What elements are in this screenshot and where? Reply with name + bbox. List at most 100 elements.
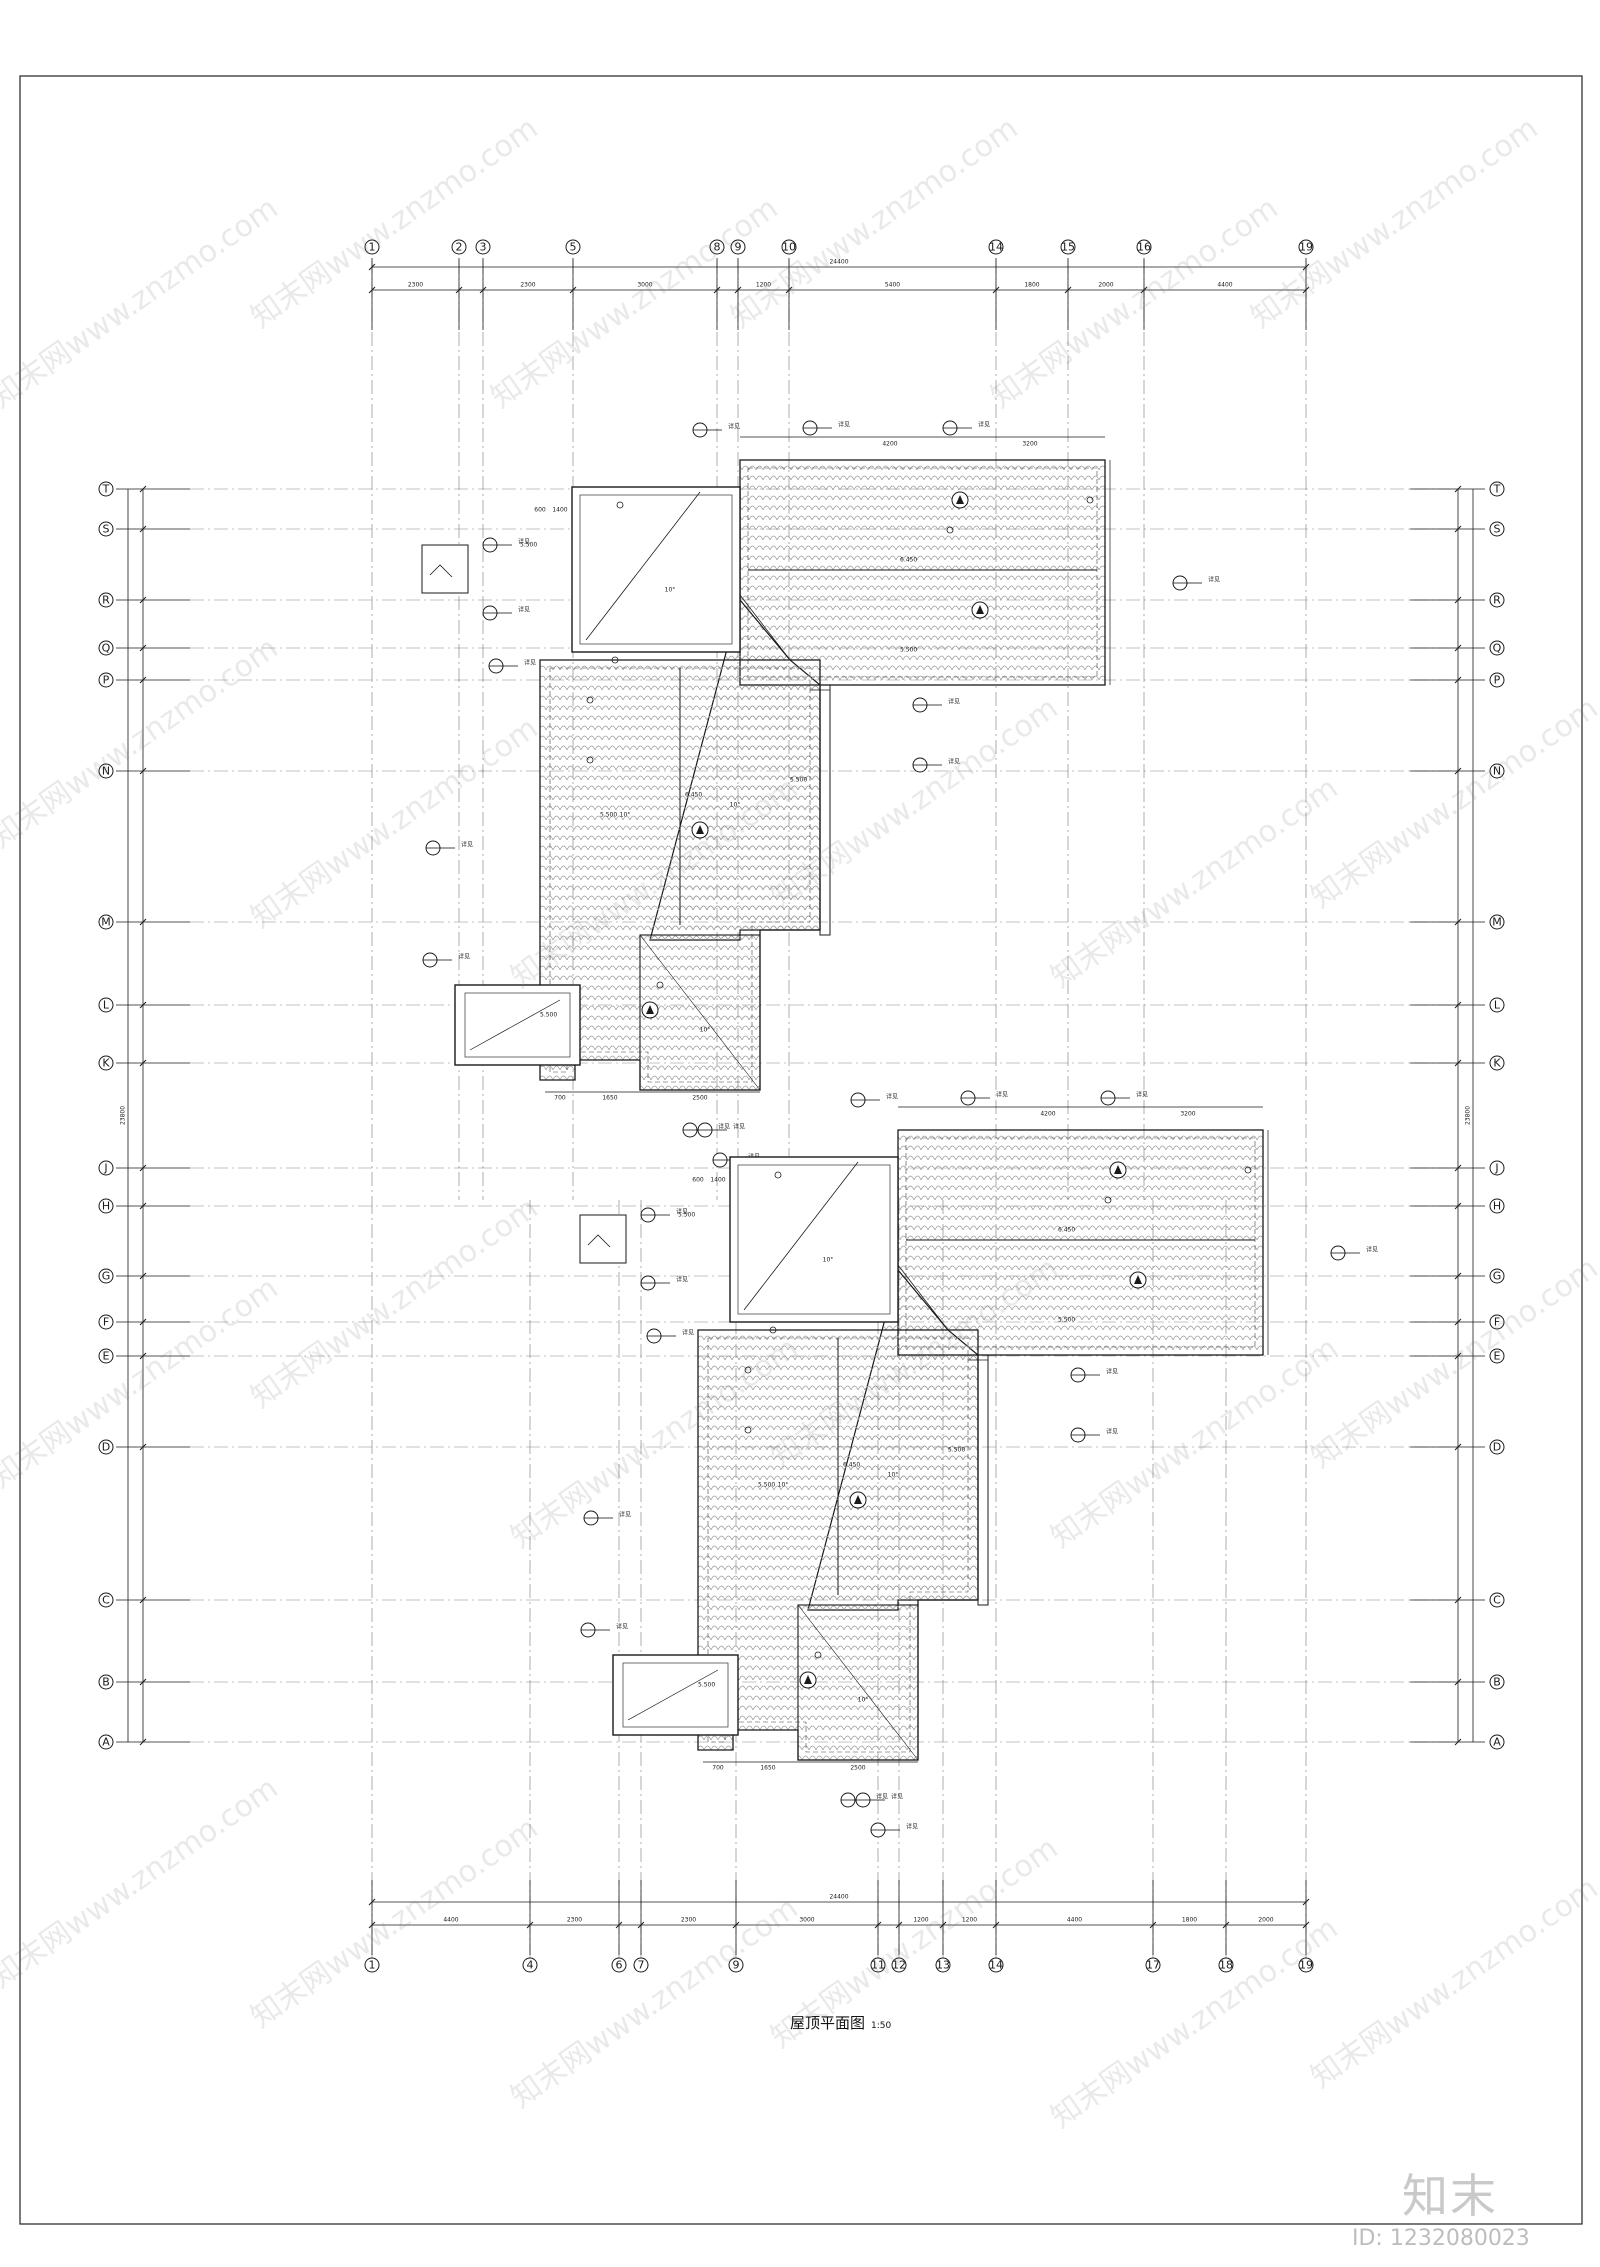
dim-bottom-total-tick-0 — [368, 1898, 376, 1906]
bldg2-dim-700: 700 — [712, 1765, 724, 1772]
dim-left-tick-14 — [139, 1443, 147, 1451]
bldg1-roof-drain-1 — [611, 656, 619, 664]
bldg2-ridge-level-a: 6.450 — [1058, 1227, 1075, 1234]
dim-top-tick-9 — [1140, 286, 1148, 294]
dim-bottom-seg-9: 1800 — [1182, 1917, 1197, 1924]
axis-bubble-right-2 — [1489, 592, 1505, 608]
axis-label-right-15: C — [1493, 1594, 1501, 1607]
dim-right-tick-12 — [1454, 1318, 1462, 1326]
axis-bubble-bot-0 — [364, 1957, 380, 1973]
axis-label-right-17: A — [1493, 1736, 1501, 1749]
dim-right-tick-3 — [1454, 644, 1462, 652]
bldg1-eave-level-c: 5.500 — [900, 647, 917, 654]
axis-label-right-6: M — [1492, 916, 1502, 929]
axis-bubble-right-17 — [1489, 1734, 1505, 1750]
axis-bubble-left-6 — [98, 914, 114, 930]
bldg2-group: 详见详见详见详见详见详见详见详见详见详见详见详见详见详见5.5005.5006.… — [579, 1090, 1378, 1838]
axis-label-top-5: 9 — [735, 241, 742, 254]
bldg1-dim-600: 600 — [534, 507, 546, 514]
dim-right-tick-7 — [1454, 1001, 1462, 1009]
bldg1-dim-1400: 1400 — [552, 507, 567, 514]
bldg2-slope-arrow-2 — [804, 1675, 812, 1684]
axis-bubble-right-13 — [1489, 1348, 1505, 1364]
axis-label-left-6: M — [101, 916, 111, 929]
dim-top-tick-10 — [1302, 286, 1310, 294]
axis-bubble-left-0 — [98, 481, 114, 497]
dim-right-total: 23800 — [1465, 1106, 1472, 1125]
dim-bottom-seg-0: 4400 — [443, 1917, 458, 1924]
bldg2-slope-label-c: 10° — [858, 1697, 869, 1704]
dim-bottom-seg-10: 2000 — [1258, 1917, 1273, 1924]
axis-bubble-top-1 — [451, 239, 467, 255]
axis-label-left-2: R — [102, 594, 110, 607]
dim-left-tick-9 — [139, 1164, 147, 1172]
dim-bottom-seg-1: 2300 — [567, 1917, 582, 1924]
dim-right-tick-16 — [1454, 1678, 1462, 1686]
bldg2-east-wing-gutter — [905, 1137, 1256, 1348]
axis-bubble-right-7 — [1489, 997, 1505, 1013]
dim-left-tick-16 — [139, 1678, 147, 1686]
axis-bubble-right-5 — [1489, 763, 1505, 779]
axis-label-left-15: C — [102, 1594, 110, 1607]
axis-bubble-top-0 — [364, 239, 380, 255]
dim-right-tick-4 — [1454, 676, 1462, 684]
brand-logo: 知末 — [1402, 2169, 1498, 2223]
axis-label-top-10: 19 — [1299, 241, 1313, 254]
bldg1-dim-2500: 2500 — [692, 1095, 707, 1102]
axis-label-left-12: F — [103, 1316, 109, 1329]
axis-label-right-11: G — [1493, 1270, 1502, 1283]
axis-bubble-right-14 — [1489, 1439, 1505, 1455]
bldg1-callout-text-3: 详见 — [524, 659, 536, 667]
bldg1-slope-label-c: 10° — [700, 1027, 711, 1034]
bldg1-ridge-level-b: 6.450 — [685, 792, 702, 799]
axis-label-top-3: 5 — [570, 241, 577, 254]
dim-left-tick-17 — [139, 1738, 147, 1746]
axis-label-right-0: T — [1493, 483, 1501, 496]
drawing-title-text: 屋顶平面图 — [790, 2014, 866, 2032]
axis-label-left-9: J — [103, 1162, 107, 1175]
axis-label-bot-7: 13 — [936, 1959, 950, 1972]
axis-bubble-left-10 — [98, 1198, 114, 1214]
axis-bubble-top-6 — [781, 239, 797, 255]
bldg2-slope-label-b: 10° — [888, 1472, 899, 1479]
axis-bubble-top-5 — [730, 239, 746, 255]
axis-label-left-10: H — [102, 1200, 110, 1213]
dim-bottom-tick-4 — [732, 1921, 740, 1929]
axis-bubble-right-4 — [1489, 672, 1505, 688]
bldg1-callout-text-1: 详见 — [518, 606, 530, 614]
bldg2-roof-drain-4 — [814, 1651, 822, 1659]
bldg2-slope-arrow-0 — [1134, 1275, 1142, 1284]
axis-label-top-8: 15 — [1061, 241, 1075, 254]
axis-bubble-right-11 — [1489, 1268, 1505, 1284]
axis-bubble-right-8 — [1489, 1055, 1505, 1071]
axis-label-left-11: G — [102, 1270, 111, 1283]
axis-bubble-bot-11 — [1298, 1957, 1314, 1973]
dim-right-tick-1 — [1454, 525, 1462, 533]
axis-bubble-left-4 — [98, 672, 114, 688]
dim-left-tick-2 — [139, 596, 147, 604]
dim-top-tick-0 — [368, 286, 376, 294]
axis-bubble-top-3 — [565, 239, 581, 255]
axis-label-right-4: P — [1494, 674, 1501, 687]
bldg1-slope-arrow-3 — [956, 495, 964, 504]
axis-label-top-1: 2 — [456, 241, 463, 254]
axis-label-right-8: K — [1493, 1057, 1501, 1070]
dim-top-tick-4 — [713, 286, 721, 294]
dim-right-tick-13 — [1454, 1352, 1462, 1360]
dim-bottom-tick-6 — [895, 1921, 903, 1929]
bldg1-canopy-roof-inner — [464, 992, 571, 1058]
axis-label-right-16: B — [1493, 1676, 1501, 1689]
dim-top-tick-6 — [785, 286, 793, 294]
dim-bottom-tick-2 — [615, 1921, 623, 1929]
axis-bubble-left-7 — [98, 997, 114, 1013]
drawing-scale: 1:50 — [871, 2021, 892, 2031]
bldg1-callout-text-2: 详见 — [461, 841, 473, 849]
dim-top-seg-8: 2000 — [1098, 282, 1113, 289]
sheet-frame — [19, 75, 1583, 2225]
dim-top-total-tick-0 — [368, 263, 376, 271]
dim-bottom-tick-10 — [1222, 1921, 1230, 1929]
dim-top-total-tick-1 — [1302, 263, 1310, 271]
axis-label-bot-9: 17 — [1146, 1959, 1160, 1972]
bldg2-dim-1650: 1650 — [760, 1765, 775, 1772]
